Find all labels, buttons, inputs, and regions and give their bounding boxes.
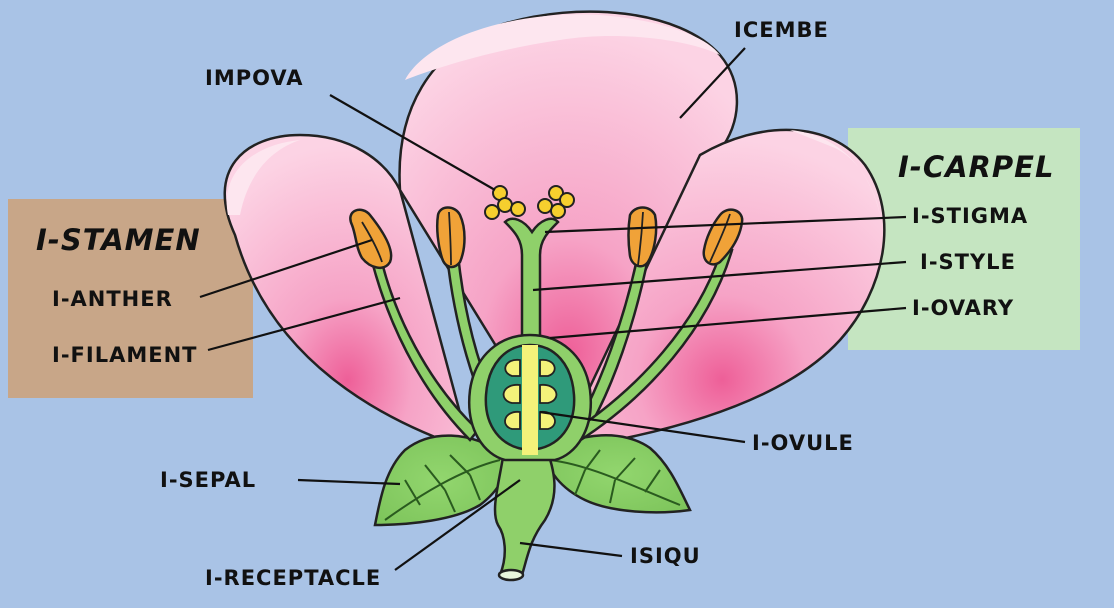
label-isiqu: ISIQU bbox=[630, 546, 701, 567]
label-stigma: I-STIGMA bbox=[912, 206, 1028, 227]
stamen-title: I-STAMEN bbox=[36, 226, 201, 255]
label-sepal: I-SEPAL bbox=[160, 470, 256, 491]
label-ovule: I-OVULE bbox=[752, 433, 854, 454]
label-style: I-STYLE bbox=[920, 252, 1016, 273]
leader-isiqu bbox=[520, 543, 622, 556]
carpel-title: I-CARPEL bbox=[898, 153, 1054, 182]
label-icembe: ICEMBE bbox=[734, 20, 829, 41]
ovule-cluster bbox=[522, 345, 538, 455]
label-anther: I-ANTHER bbox=[52, 289, 173, 310]
label-impova: IMPOVA bbox=[205, 68, 303, 89]
label-ovary: I-OVARY bbox=[912, 298, 1014, 319]
stem bbox=[495, 445, 554, 580]
label-filament: I-FILAMENT bbox=[52, 345, 197, 366]
label-receptacle: I-RECEPTACLE bbox=[205, 568, 381, 589]
